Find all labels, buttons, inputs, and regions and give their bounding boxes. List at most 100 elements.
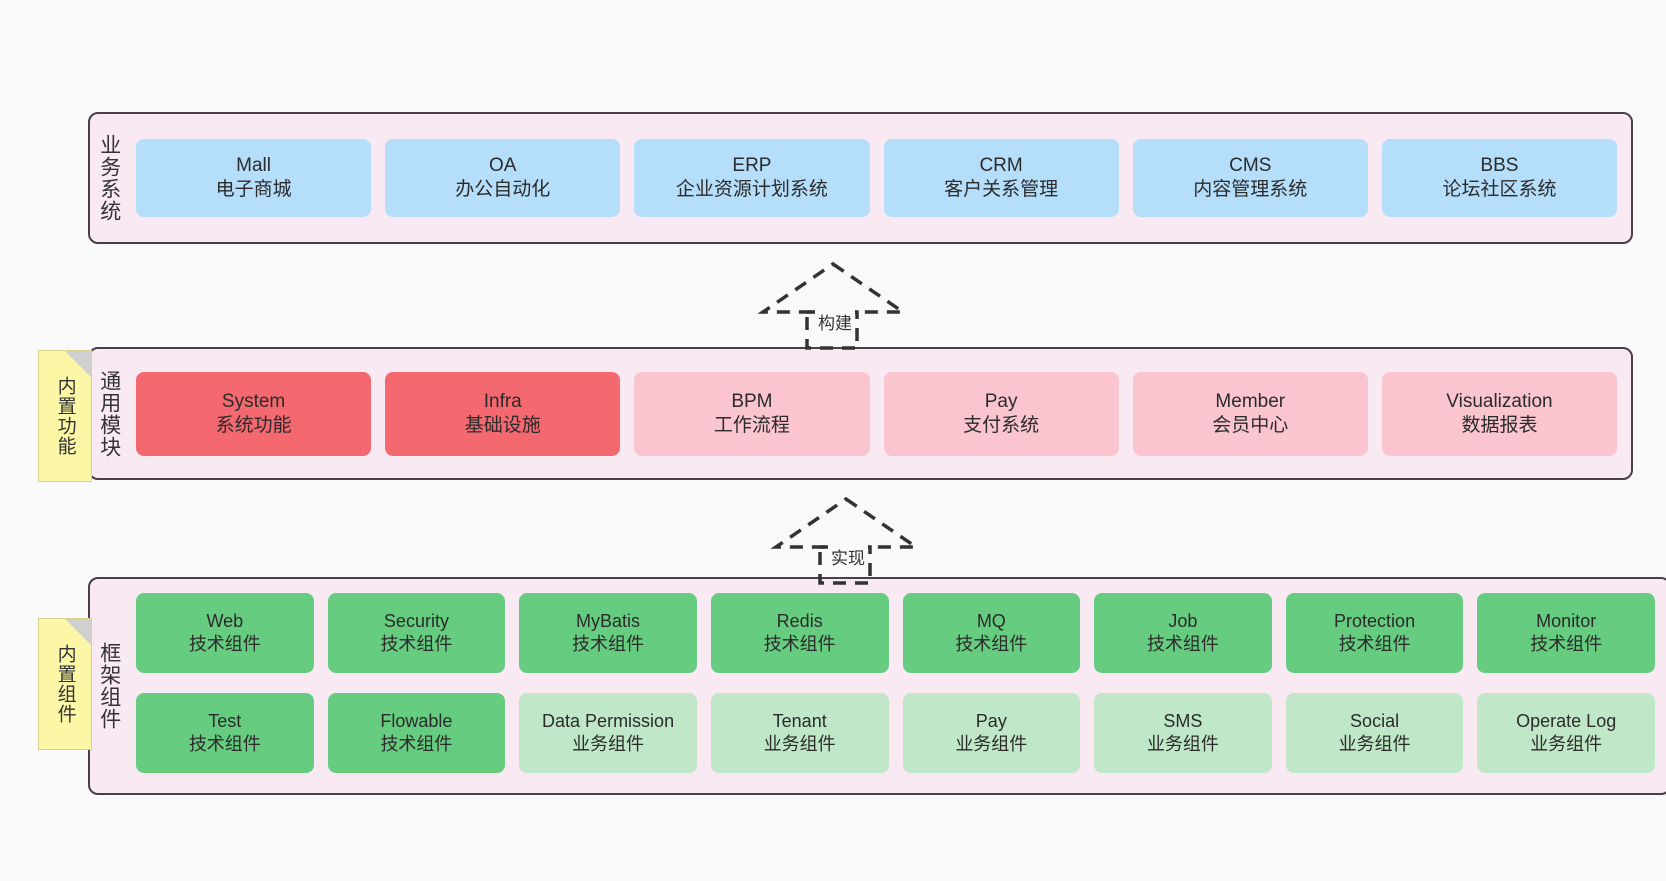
card-subtitle: 电子商城 — [215, 179, 292, 200]
card-job[interactable]: Job 技术组件 — [1094, 593, 1272, 673]
business-systems-card-row: Mall 电子商城 OA 办公自动化 ERP 企业资源计划系统 CRM 客户关系… — [128, 114, 1631, 242]
card-title: Web — [206, 611, 244, 632]
card-social[interactable]: Social 业务组件 — [1285, 693, 1464, 773]
card-title: Operate Log — [1516, 711, 1617, 732]
framework-components-body: Web 技术组件 Security 技术组件 MyBatis 技术组件 Redi… — [128, 579, 1666, 793]
card-mq[interactable]: MQ 技术组件 — [902, 593, 1081, 673]
card-tenant[interactable]: Tenant 业务组件 — [710, 693, 889, 773]
section-business-systems: 业务系统 Mall 电子商城 OA 办公自动化 ERP 企业资源计划系统 CRM… — [88, 112, 1633, 244]
card-title: BPM — [731, 390, 773, 412]
section-label-framework-components: 框架组件 — [97, 642, 121, 730]
common-modules-card-row: System 系统功能 Infra 基础设施 BPM 工作流程 Pay 支付系统… — [128, 349, 1631, 478]
card-title: Pay — [984, 390, 1018, 412]
card-title: Member — [1215, 390, 1286, 412]
card-subtitle: 基础设施 — [464, 414, 541, 436]
card-erp[interactable]: ERP 企业资源计划系统 — [634, 139, 870, 217]
arrow-implement-label: 实现 — [828, 544, 868, 569]
card-mall[interactable]: Mall 电子商城 — [136, 139, 372, 217]
card-title: Infra — [483, 390, 522, 412]
card-subtitle: 技术组件 — [572, 634, 645, 654]
framework-row-business: Test 技术组件 Flowable 技术组件 Data Permission … — [136, 693, 1655, 779]
card-title: BBS — [1480, 155, 1519, 177]
note-label: 内置组件 — [54, 644, 76, 724]
card-subtitle: 技术组件 — [188, 734, 261, 754]
card-subtitle: 技术组件 — [380, 634, 453, 654]
card-title: Monitor — [1536, 611, 1597, 632]
card-title: CRM — [979, 155, 1023, 177]
section-label-common-modules: 通用模块 — [97, 369, 121, 458]
card-subtitle: 企业资源计划系统 — [675, 179, 828, 200]
card-subtitle: 业务组件 — [1146, 734, 1219, 754]
card-subtitle: 业务组件 — [1530, 734, 1603, 754]
card-pay-module[interactable]: Pay 支付系统 — [883, 371, 1119, 456]
card-bpm[interactable]: BPM 工作流程 — [634, 371, 870, 456]
card-system[interactable]: System 系统功能 — [136, 371, 372, 456]
card-monitor[interactable]: Monitor 技术组件 — [1477, 593, 1655, 673]
card-pay-component[interactable]: Pay 业务组件 — [902, 693, 1081, 773]
card-subtitle: 技术组件 — [380, 734, 453, 754]
card-cms[interactable]: CMS 内容管理系统 — [1132, 139, 1368, 217]
card-subtitle: 技术组件 — [1146, 634, 1219, 654]
card-subtitle: 数据报表 — [1461, 414, 1538, 436]
card-operate-log[interactable]: Operate Log 业务组件 — [1477, 693, 1655, 773]
card-web[interactable]: Web 技术组件 — [136, 593, 314, 673]
card-visualization[interactable]: Visualization 数据报表 — [1381, 371, 1618, 456]
card-title: Visualization — [1446, 390, 1553, 412]
card-subtitle: 业务组件 — [763, 734, 836, 754]
card-subtitle: 业务组件 — [955, 734, 1028, 754]
note-label: 内置功能 — [54, 376, 76, 456]
card-subtitle: 工作流程 — [713, 414, 790, 436]
card-mybatis[interactable]: MyBatis 技术组件 — [519, 593, 697, 673]
card-title: CMS — [1229, 155, 1272, 177]
card-subtitle: 客户关系管理 — [944, 179, 1059, 200]
card-infra[interactable]: Infra 基础设施 — [385, 371, 621, 456]
card-title: ERP — [732, 155, 772, 177]
card-subtitle: 技术组件 — [1530, 634, 1603, 654]
card-crm[interactable]: CRM 客户关系管理 — [883, 139, 1119, 217]
card-title: Redis — [776, 611, 823, 632]
note-builtin-features: 内置功能 — [38, 350, 92, 482]
card-subtitle: 技术组件 — [188, 634, 261, 654]
framework-row-tech: Web 技术组件 Security 技术组件 MyBatis 技术组件 Redi… — [136, 593, 1655, 679]
card-protection[interactable]: Protection 技术组件 — [1285, 593, 1464, 673]
card-title: Pay — [975, 711, 1007, 732]
arrow-implement: 实现 — [768, 493, 928, 585]
card-title: OA — [489, 155, 517, 177]
card-sms[interactable]: SMS 业务组件 — [1094, 693, 1272, 773]
card-test[interactable]: Test 技术组件 — [136, 693, 314, 773]
card-subtitle: 技术组件 — [955, 634, 1028, 654]
card-subtitle: 内容管理系统 — [1193, 179, 1308, 200]
card-title: Social — [1350, 711, 1400, 732]
card-title: MyBatis — [576, 611, 641, 632]
card-title: SMS — [1163, 711, 1203, 732]
card-subtitle: 技术组件 — [763, 634, 836, 654]
card-title: Job — [1168, 611, 1198, 632]
card-security[interactable]: Security 技术组件 — [327, 593, 506, 673]
card-title: Flowable — [380, 711, 453, 732]
card-subtitle: 会员中心 — [1212, 414, 1289, 436]
card-member[interactable]: Member 会员中心 — [1132, 371, 1368, 456]
card-subtitle: 技术组件 — [1338, 634, 1411, 654]
card-subtitle: 业务组件 — [572, 734, 645, 754]
card-data-permission[interactable]: Data Permission 业务组件 — [519, 693, 697, 773]
card-flowable[interactable]: Flowable 技术组件 — [327, 693, 506, 773]
card-subtitle: 系统功能 — [215, 414, 292, 436]
arrow-build-glyph — [757, 261, 909, 350]
card-title: Data Permission — [542, 711, 675, 732]
arrow-build: 构建 — [755, 258, 915, 350]
card-subtitle: 支付系统 — [963, 414, 1040, 436]
card-title: Mall — [236, 155, 271, 177]
card-bbs[interactable]: BBS 论坛社区系统 — [1381, 139, 1618, 217]
arrow-implement-glyph — [770, 496, 922, 585]
section-framework-components: 框架组件 Web 技术组件 Security 技术组件 MyBatis 技术组件… — [88, 577, 1666, 795]
card-subtitle: 业务组件 — [1338, 734, 1411, 754]
card-title: Tenant — [772, 711, 827, 732]
section-label-business-systems: 业务系统 — [97, 134, 121, 222]
card-redis[interactable]: Redis 技术组件 — [710, 593, 889, 673]
card-subtitle: 办公自动化 — [455, 179, 551, 200]
card-title: Test — [208, 711, 242, 732]
card-oa[interactable]: OA 办公自动化 — [385, 139, 621, 217]
card-title: MQ — [976, 611, 1006, 632]
card-title: System — [221, 390, 286, 412]
